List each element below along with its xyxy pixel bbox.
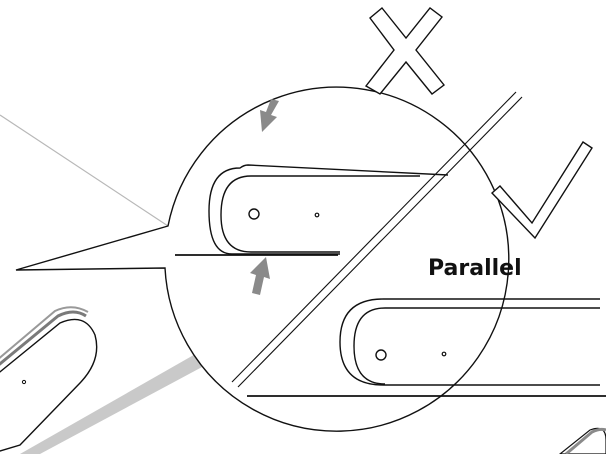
arrow-up-icon	[250, 257, 270, 295]
arrow-down-icon	[260, 99, 279, 132]
device-hole-large-correct	[375, 349, 387, 361]
cross-mark-icon	[364, 7, 445, 95]
device-hole-small-correct	[441, 351, 447, 357]
device-hole-large	[248, 208, 260, 220]
parallel-label: Parallel	[428, 256, 522, 281]
pointer-band-bottom	[20, 340, 230, 454]
device-background-right	[559, 427, 606, 454]
device-hole-small	[314, 212, 320, 218]
incorrect-example	[175, 164, 449, 256]
divider-line	[231, 91, 523, 388]
device-background-left	[0, 306, 98, 452]
pointer-line-top	[0, 114, 169, 227]
check-mark-icon	[490, 141, 593, 240]
correct-example	[247, 298, 606, 397]
